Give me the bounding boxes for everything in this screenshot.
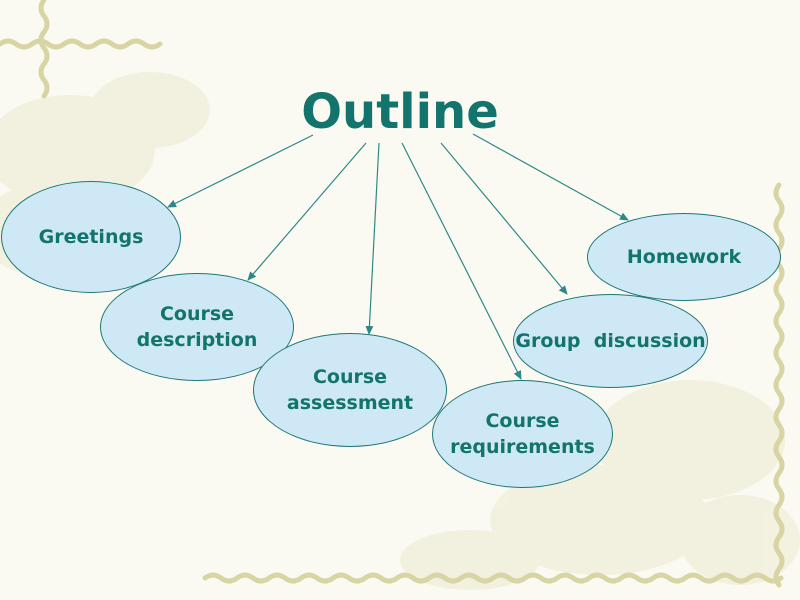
arrow-to-homework — [472, 133, 629, 221]
arrow-to-course-requirements — [401, 142, 522, 380]
node-homework: Homework — [587, 213, 781, 301]
node-group-discussion: Group discussion — [513, 294, 708, 388]
node-label: description — [136, 329, 258, 351]
node-label: assessment — [286, 392, 414, 414]
node-course-description: Course description — [100, 273, 294, 381]
node-label: Course — [159, 302, 235, 325]
node-label: requirements — [450, 436, 595, 458]
arrow-to-course-description — [247, 142, 367, 281]
node-label: Group discussion — [515, 329, 706, 352]
node-course-assessment: Course assessment — [253, 333, 447, 447]
node-label: Course — [485, 409, 560, 432]
outline-title: Outline — [301, 84, 499, 140]
arrow-to-course-assessment — [365, 142, 380, 335]
node-label: Greetings — [38, 225, 144, 248]
node-label: Homework — [626, 245, 742, 268]
arrow-to-group-discussion — [440, 142, 568, 295]
connector-arrows — [167, 133, 629, 380]
node-course-requirements: Course requirements — [432, 380, 613, 488]
arrow-to-greetings — [167, 134, 314, 208]
node-label: Course — [312, 365, 388, 388]
node-greetings: Greetings — [1, 181, 181, 293]
